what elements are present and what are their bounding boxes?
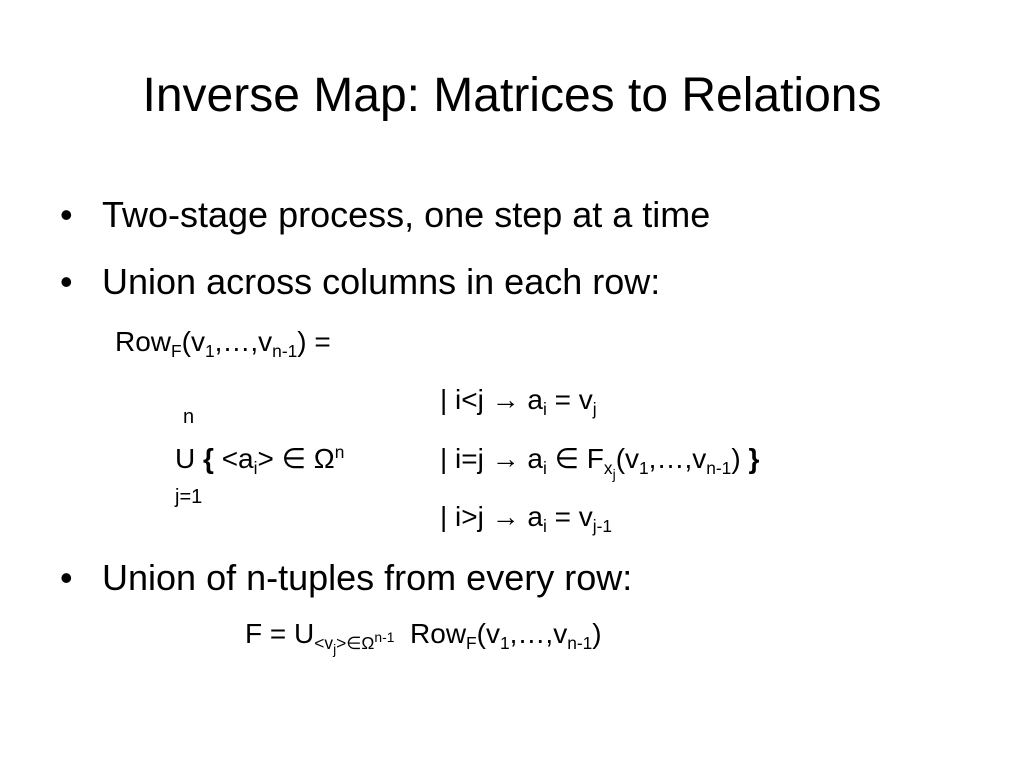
row-subscript-f: F bbox=[171, 341, 182, 362]
case-equal-dots: ,…,v bbox=[648, 443, 707, 474]
row-args-dots: ,…,v bbox=[214, 326, 273, 357]
slide-title: Inverse Map: Matrices to Relations bbox=[142, 69, 882, 122]
tuple-sub-i: i bbox=[253, 458, 258, 479]
bullet-3: • Union of n-tuples from every row: bbox=[60, 556, 632, 600]
bullet-symbol: • bbox=[60, 261, 73, 302]
case-equal-sub-xj: xj bbox=[603, 458, 616, 480]
brace-close: } bbox=[748, 443, 760, 474]
bullet-2: • Union across columns in each row: bbox=[60, 260, 660, 304]
case-equal-open: (v bbox=[615, 443, 640, 474]
case-greater: | i>j → ai = vj-1 bbox=[440, 500, 613, 537]
final-sub-sup-n-1: n-1 bbox=[374, 629, 395, 646]
case-equal-cond: | i=j → a bbox=[440, 443, 543, 474]
in-omega: > ∈ Ω bbox=[257, 443, 335, 474]
final-close: ) bbox=[592, 618, 602, 649]
case-less: | i<j → ai = vj bbox=[440, 383, 597, 420]
final-open: (v bbox=[476, 618, 500, 649]
row-sub-1: 1 bbox=[204, 341, 215, 362]
case-less-cond: | i<j → a bbox=[440, 384, 543, 415]
final-sub-v: <v bbox=[314, 633, 334, 654]
final-formula: F = U<vj>∈Ωn-1 RowF(v1,…,vn-1) bbox=[245, 617, 602, 656]
bullet-1: • Two-stage process, one step at a time bbox=[60, 193, 710, 237]
case-equal: | i=j → ai ∈ Fxj(v1,…,vn-1) } bbox=[440, 442, 760, 481]
union-set-expression: U { <ai> ∈ Ωn bbox=[175, 442, 345, 479]
case-greater-sub-i: i bbox=[542, 516, 547, 537]
case-equal-sub-n-1: n-1 bbox=[706, 458, 732, 479]
brace-open: { bbox=[203, 443, 214, 474]
row-args-close: ) = bbox=[297, 326, 331, 357]
bullet-symbol: • bbox=[60, 194, 73, 235]
final-row-sub-f: F bbox=[466, 633, 477, 654]
final-lhs: F = U bbox=[245, 618, 315, 649]
row-sub-n-1: n-1 bbox=[272, 341, 298, 362]
case-equal-close: ) bbox=[731, 443, 741, 474]
union-lower-limit: j=1 bbox=[175, 486, 203, 508]
case-greater-eq: = v bbox=[546, 501, 593, 532]
final-sub-1: 1 bbox=[499, 633, 510, 654]
bullet-1-text: Two-stage process, one step at a time bbox=[102, 194, 711, 235]
case-less-sub-j: j bbox=[592, 399, 597, 420]
case-greater-cond: | i>j → a bbox=[440, 501, 543, 532]
union-upper-limit: n bbox=[183, 406, 195, 428]
case-less-sub-i: i bbox=[542, 399, 547, 420]
row-label: Row bbox=[115, 326, 172, 357]
case-equal-in-f: ∈ F bbox=[546, 443, 604, 474]
bullet-3-text: Union of n-tuples from every row: bbox=[102, 557, 633, 598]
case-equal-sub-i: i bbox=[542, 458, 547, 479]
tuple-a: <a bbox=[213, 443, 254, 474]
row-args-open: (v bbox=[181, 326, 205, 357]
sub-j: j bbox=[612, 465, 616, 482]
case-equal-sub-1: 1 bbox=[639, 458, 649, 479]
row-definition: RowF(v1,…,vn-1) = bbox=[115, 325, 331, 362]
final-dots: ,…,v bbox=[509, 618, 568, 649]
sub-x: x bbox=[603, 458, 613, 479]
union-symbol: U bbox=[175, 443, 196, 474]
bullet-symbol: • bbox=[60, 557, 73, 598]
final-sub-j: j bbox=[333, 640, 337, 657]
final-sub-in-omega: >∈Ω bbox=[336, 633, 375, 654]
omega-sup-n: n bbox=[334, 442, 345, 463]
bullet-2-text: Union across columns in each row: bbox=[102, 261, 661, 302]
case-less-eq: = v bbox=[546, 384, 593, 415]
final-row: Row bbox=[402, 618, 467, 649]
case-greater-sub-j-1: j-1 bbox=[592, 516, 613, 537]
final-union-subscript: <vj>∈Ωn-1 bbox=[314, 630, 394, 656]
final-sub-n-1: n-1 bbox=[567, 633, 593, 654]
